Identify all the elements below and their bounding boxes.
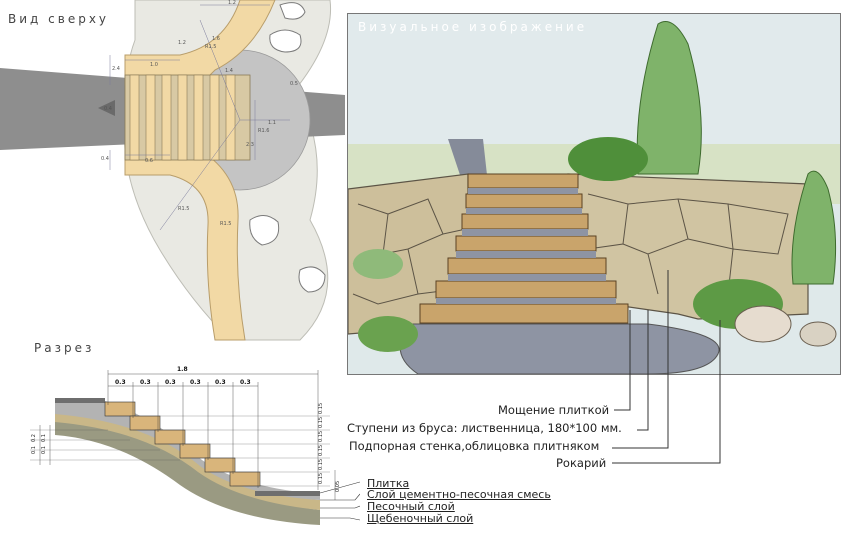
- section-step-w-6: 0.3: [240, 379, 251, 386]
- layer-sand: Песочный слой: [367, 500, 455, 513]
- section-right-dim: 0.05: [335, 481, 341, 492]
- section-drawing: 1.8 0.3 0.3 0.3 0.3 0.3 0.3 0.15 0.15 0.…: [30, 366, 360, 525]
- section-left-dim-2: 0.1: [31, 446, 37, 454]
- top-dim-13: R1.5: [178, 206, 189, 212]
- visual-panel: Визуальное изображение: [347, 13, 841, 375]
- section-step-h-4: 0.15: [318, 445, 324, 456]
- top-dim-2: 1.2: [178, 40, 186, 46]
- top-dim-8: 0.6: [145, 158, 153, 164]
- section-left-dim-4: 0.1: [41, 446, 47, 454]
- top-view-title: Вид сверху: [8, 12, 110, 26]
- top-dim-10: 2.3: [246, 142, 254, 148]
- section-step-h-2: 0.15: [318, 417, 324, 428]
- visual-illustration: [348, 14, 840, 374]
- top-dim-12: R1.6: [258, 128, 269, 134]
- section-step-w-5: 0.3: [215, 379, 226, 386]
- top-dim-1: 1.2: [228, 0, 236, 6]
- layer-tile: Плитка: [367, 477, 410, 490]
- section-left-dim-3: 0.1: [41, 434, 47, 442]
- top-dim-6: 1.0: [150, 62, 158, 68]
- section-step-h-1: 0.15: [318, 403, 324, 414]
- section-step-w-3: 0.3: [165, 379, 176, 386]
- top-dim-14: R1.5: [205, 44, 216, 50]
- section-step-h-6: 0.15: [318, 473, 324, 484]
- top-dim-5: 1.4: [225, 68, 233, 74]
- legend-retaining-wall: Подпорная стенка,облицовка плитняком: [349, 439, 600, 453]
- section-step-w-4: 0.3: [190, 379, 201, 386]
- top-dim-9: 1.1: [268, 120, 276, 126]
- visual-title: Визуальное изображение: [358, 20, 588, 34]
- section-step-h-5: 0.15: [318, 459, 324, 470]
- top-dim-16: 0.5: [290, 81, 298, 87]
- top-dim-7: 0.4: [101, 156, 109, 162]
- top-dim-3: 2.4: [112, 66, 120, 72]
- legend-paving: Мощение плиткой: [498, 403, 610, 417]
- layer-cement-sand: Слой цементно-песочная смесь: [367, 488, 551, 501]
- section-title: Разрез: [34, 341, 95, 355]
- top-view-plan: 1.2 1.2 2.4 1.6 1.4 1.0 0.4 0.6 1.1 2.3 …: [0, 0, 345, 341]
- top-dim-11: 0.4: [104, 106, 112, 112]
- layer-gravel: Щебеночный слой: [367, 512, 474, 525]
- section-step-w-2: 0.3: [140, 379, 151, 386]
- section-total-width: 1.8: [177, 366, 188, 373]
- legend-steps: Ступени из бруса: лиственница, 180*100 м…: [347, 421, 622, 435]
- section-left-dim-1: 0.2: [31, 434, 37, 442]
- section-step-h-3: 0.15: [318, 431, 324, 442]
- top-dim-15: R1.5: [220, 221, 231, 227]
- legend-rockery: Рокарий: [556, 456, 607, 470]
- section-step-w-1: 0.3: [115, 379, 126, 386]
- top-dim-4: 1.6: [212, 36, 220, 42]
